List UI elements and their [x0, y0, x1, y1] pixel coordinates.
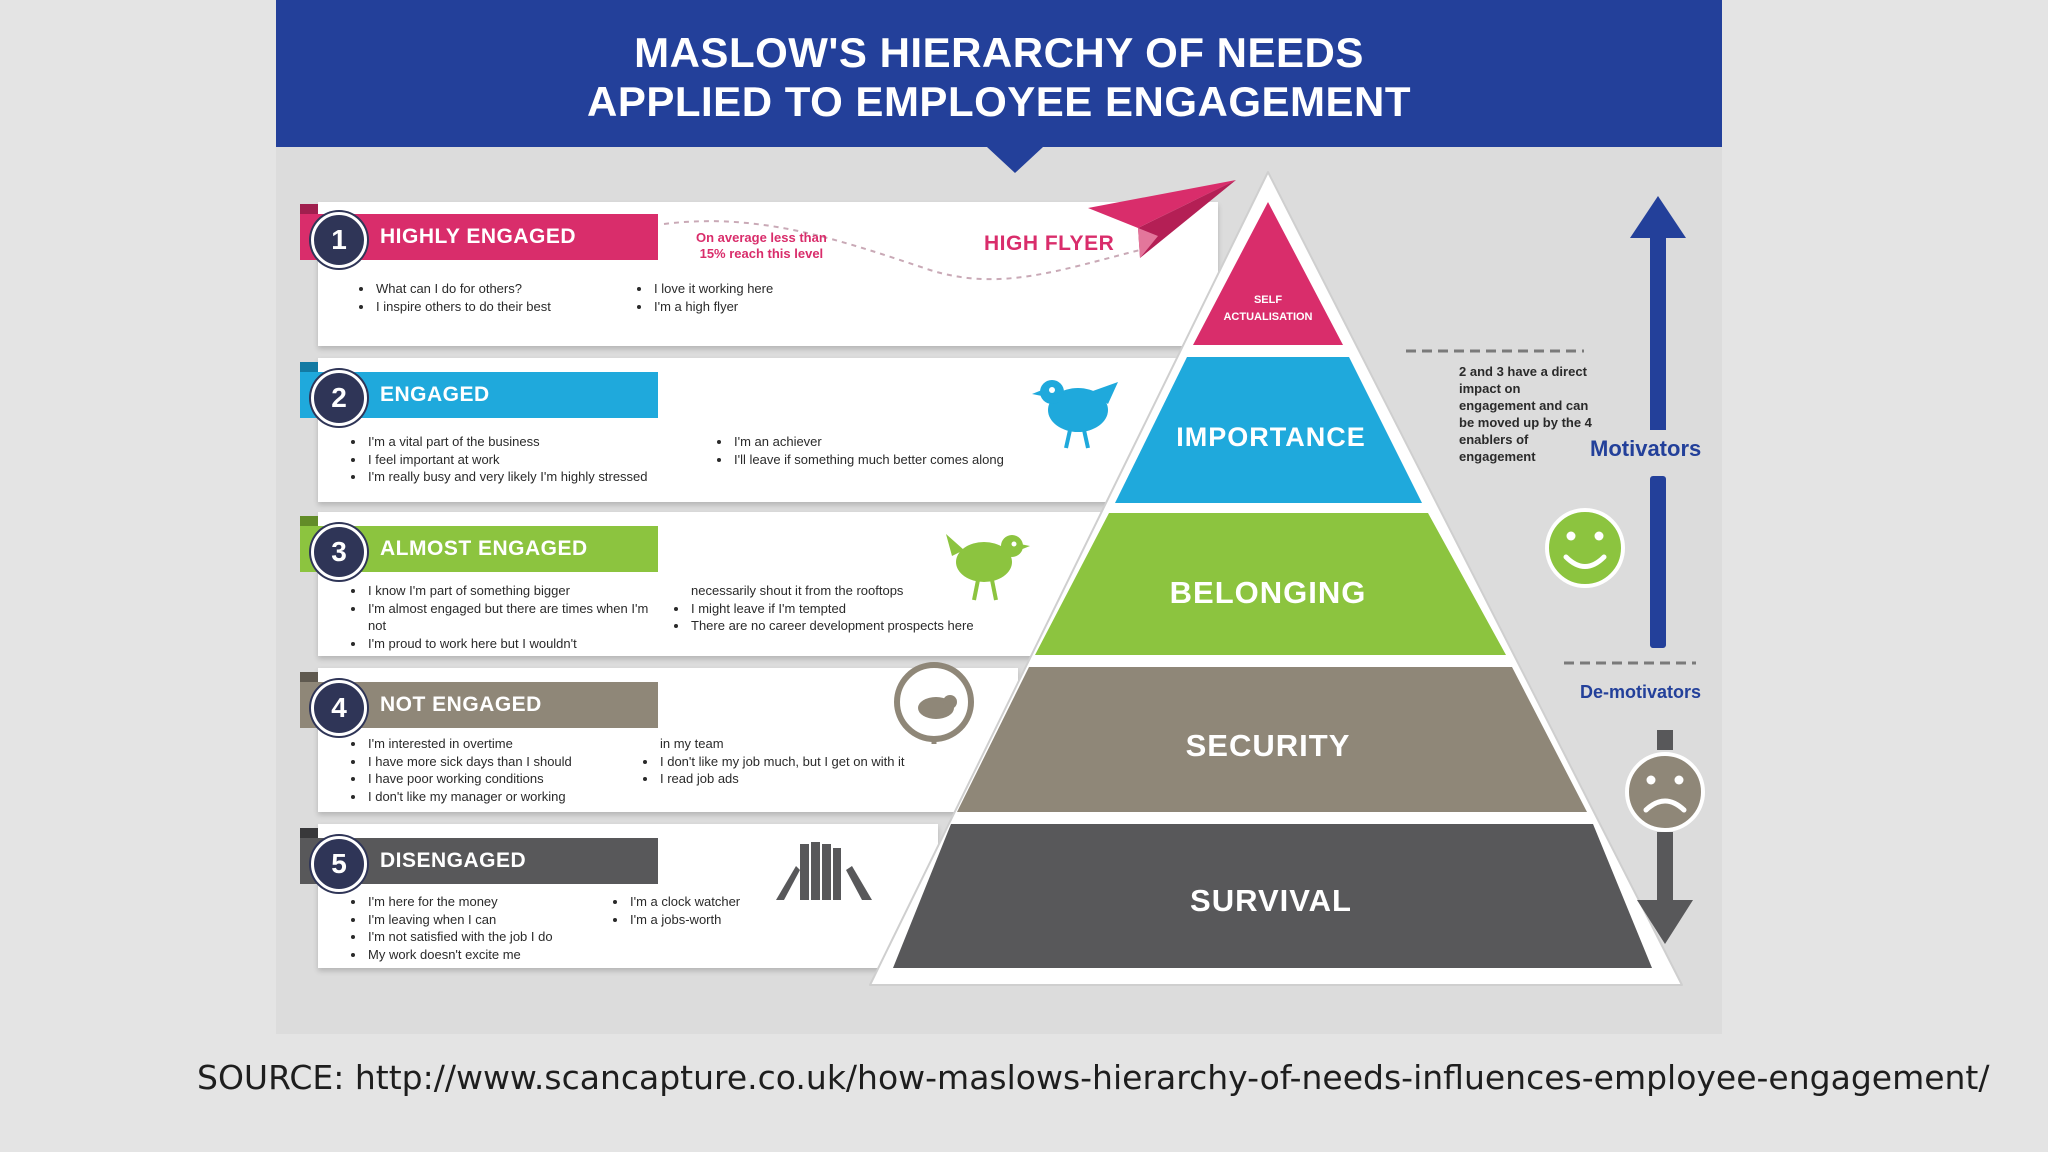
statement: I know I'm part of something bigger — [366, 582, 666, 600]
title-line-2: APPLIED TO EMPLOYEE ENGAGEMENT — [587, 78, 1411, 125]
pyramid-tier-survival — [893, 824, 1652, 968]
statement: I might leave if I'm tempted — [689, 600, 979, 618]
sad-face-icon — [1625, 752, 1705, 832]
level-1-statements-col2: I love it working here I'm a high flyer — [630, 280, 773, 315]
chicken-icon — [946, 534, 1030, 601]
up-arrow-icon — [1630, 196, 1686, 648]
statement: There are no career development prospect… — [689, 617, 979, 635]
level-4-statements-col2: in my team I don't like my job much, but… — [636, 735, 948, 788]
tier-label-importance: IMPORTANCE — [1176, 422, 1366, 452]
tab-fold — [300, 672, 318, 682]
pyramid-tier-belonging — [1035, 513, 1506, 655]
tier-label-belonging: BELONGING — [1170, 575, 1367, 610]
statement: I'll leave if something much better come… — [732, 451, 1004, 469]
title-banner: MASLOW'S HIERARCHY OF NEEDS APPLIED TO E… — [276, 0, 1722, 147]
average-note-line: 15% reach this level — [699, 246, 824, 261]
hamster-wheel-icon — [894, 662, 974, 744]
statement: I feel important at work — [366, 451, 648, 469]
tier-label-self: SELF — [1254, 294, 1282, 306]
pyramid-tier-self-actualisation — [1193, 202, 1343, 345]
statement: I'm an achiever — [732, 433, 1004, 451]
statement: I have more sick days than I should — [366, 753, 656, 771]
level-4-label: NOT ENGAGED — [380, 693, 542, 716]
statement: I'm a jobs-worth — [628, 911, 828, 929]
statement: I'm proud to work here but I wouldn't — [366, 635, 666, 653]
average-note: On average less than 15% reach this leve… — [696, 230, 827, 262]
average-note-line: On average less than — [696, 230, 827, 245]
level-2-label: ENGAGED — [380, 383, 490, 406]
level-2-number: 2 — [311, 370, 367, 426]
level-5-statements-col1: I'm here for the money I'm leaving when … — [344, 893, 666, 963]
level-4-number: 4 — [311, 680, 367, 736]
tab-fold — [300, 204, 318, 214]
tier-label-survival: SURVIVAL — [1190, 883, 1352, 918]
level-5-statements-col2: I'm a clock watcher I'm a jobs-worth — [606, 893, 828, 928]
statement: I'm here for the money — [366, 893, 666, 911]
statement: I don't like my job much, but I get on w… — [658, 753, 948, 771]
level-1-label: HIGHLY ENGAGED — [380, 225, 577, 248]
statement: I read job ads — [658, 770, 948, 788]
statement: I have poor working conditions — [366, 770, 656, 788]
level-1-statements-col1: What can I do for others? I inspire othe… — [352, 280, 551, 315]
statement-continued: in my team — [660, 736, 724, 751]
statement: I inspire others to do their best — [374, 298, 551, 316]
statement: I'm not satisfied with the job I do — [366, 928, 666, 946]
paper-plane-icon — [1088, 180, 1236, 258]
level-1-number: 1 — [311, 212, 367, 268]
level-2-statements-col2: I'm an achiever I'll leave if something … — [710, 433, 1004, 468]
title-line-1: MASLOW'S HIERARCHY OF NEEDS — [634, 29, 1364, 76]
tab-fold — [300, 828, 318, 838]
statement: I love it working here — [652, 280, 773, 298]
statement: I'm interested in overtime — [366, 735, 656, 753]
level-2-statements-col1: I'm a vital part of the business I feel … — [344, 433, 648, 486]
down-arrow-icon — [1637, 730, 1693, 944]
demotivators-label: De-motivators — [1580, 682, 1702, 702]
statement: What can I do for others? — [374, 280, 551, 298]
statement: I'm a clock watcher — [628, 893, 828, 911]
statement: I'm almost engaged but there are times w… — [366, 600, 666, 635]
books-icon — [776, 842, 872, 900]
level-5-label: DISENGAGED — [380, 849, 527, 872]
source-citation: SOURCE: http://www.scancapture.co.uk/how… — [197, 1058, 1990, 1097]
statement: I'm a vital part of the business — [366, 433, 648, 451]
level-3-statements-col2: necessarily shout it from the rooftops I… — [667, 582, 979, 635]
statement-continued: necessarily shout it from the rooftops — [691, 583, 904, 598]
tab-fold — [300, 362, 318, 372]
title-notch — [987, 147, 1043, 173]
statement: I'm really busy and very likely I'm high… — [366, 468, 648, 486]
level-5-number: 5 — [311, 836, 367, 892]
level-3-statements-col1: I know I'm part of something bigger I'm … — [344, 582, 666, 652]
level-3-number: 3 — [311, 524, 367, 580]
side-note: 2 and 3 have a direct impact on engageme… — [1459, 364, 1592, 464]
pyramid-tier-security — [957, 667, 1587, 812]
tab-fold — [300, 516, 318, 526]
level-4-statements-col1: I'm interested in overtime I have more s… — [344, 735, 656, 805]
high-flyer-label: HIGH FLYER — [984, 232, 1115, 255]
smiley-face-icon — [1545, 508, 1625, 588]
tier-label-actualisation: ACTUALISATION — [1223, 311, 1312, 323]
statement: I'm a high flyer — [652, 298, 773, 316]
statement: I don't like my manager or working — [366, 788, 656, 806]
motivators-label: Motivators — [1590, 436, 1702, 461]
pyramid-tier-importance — [1115, 357, 1422, 503]
statement: I'm leaving when I can — [366, 911, 666, 929]
tier-label-security: SECURITY — [1186, 728, 1351, 763]
statement: My work doesn't excite me — [366, 946, 666, 964]
bird-icon — [1032, 380, 1118, 449]
level-3-label: ALMOST ENGAGED — [380, 537, 588, 560]
